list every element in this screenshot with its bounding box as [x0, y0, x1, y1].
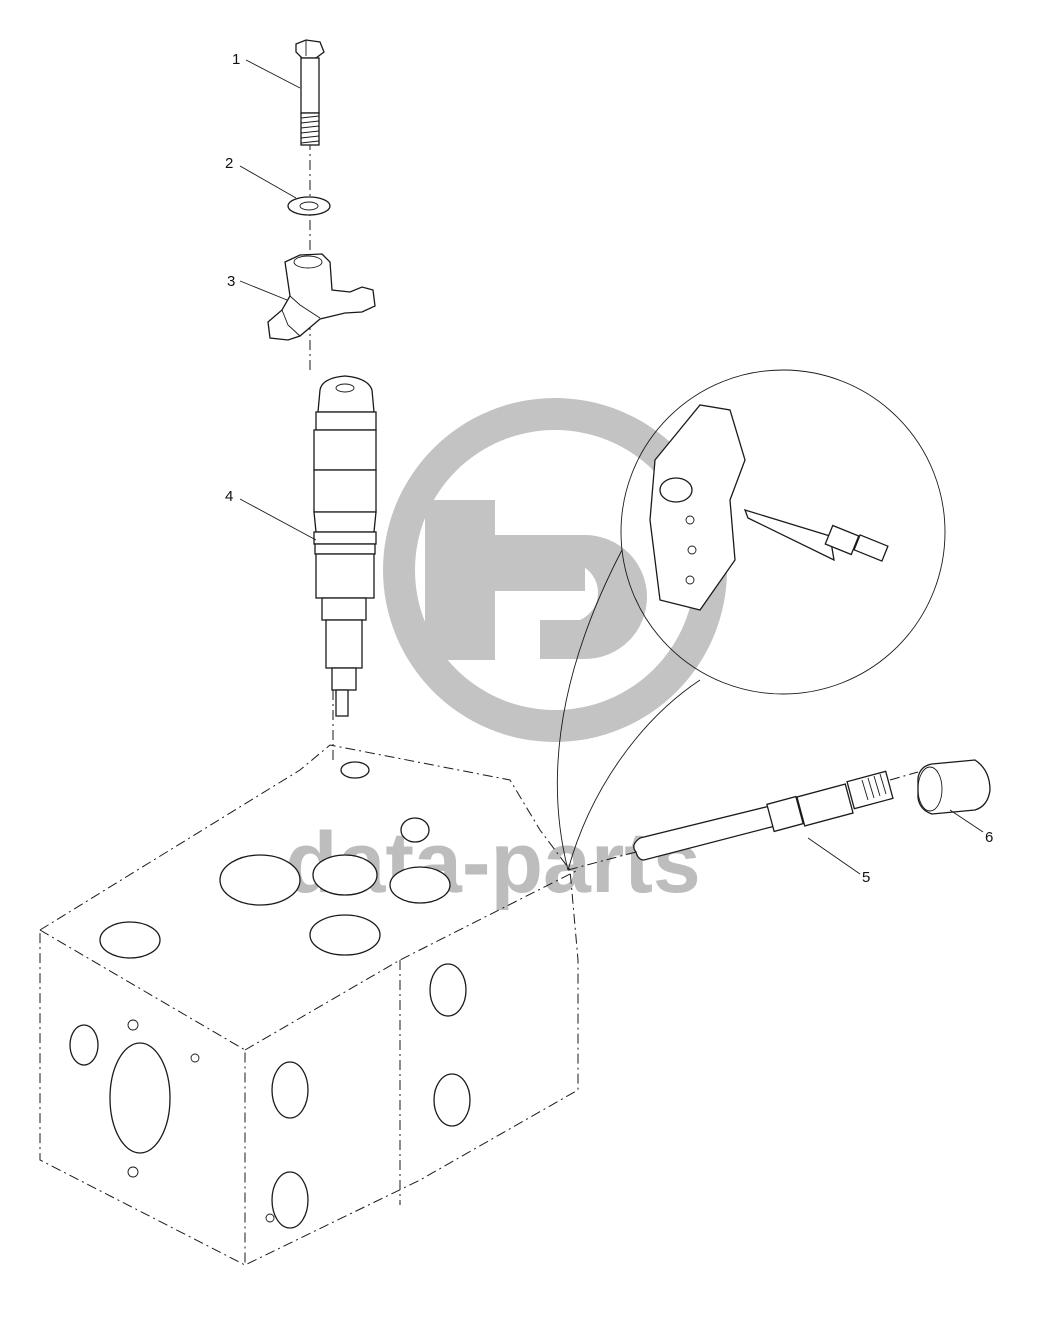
callout-2: 2 [225, 155, 297, 199]
callout-6: 6 [949, 809, 993, 846]
clamp-part [267, 253, 376, 341]
nut-part [917, 759, 991, 815]
callout-4: 4 [225, 488, 317, 541]
callout-3: 3 [227, 273, 288, 301]
connector-pipe-part [633, 770, 894, 861]
callout-label-2: 2 [225, 155, 233, 172]
inset-connector-pipe [743, 508, 889, 562]
watermark-logo [383, 398, 727, 742]
callout-label-3: 3 [227, 273, 235, 290]
nut-assembly-line [889, 771, 919, 781]
cylinder-head-block [39, 744, 579, 1266]
bolt-part [295, 39, 325, 146]
injector-part [313, 375, 377, 717]
washer-part [287, 196, 331, 216]
detail-inset [556, 369, 946, 871]
callout-1: 1 [232, 51, 301, 89]
callout-label-5: 5 [862, 869, 870, 886]
callout-label-1: 1 [232, 51, 240, 68]
callout-5: 5 [807, 837, 870, 886]
pipe-assembly-line [567, 851, 637, 871]
callout-label-6: 6 [985, 829, 993, 846]
callout-label-4: 4 [225, 488, 233, 505]
